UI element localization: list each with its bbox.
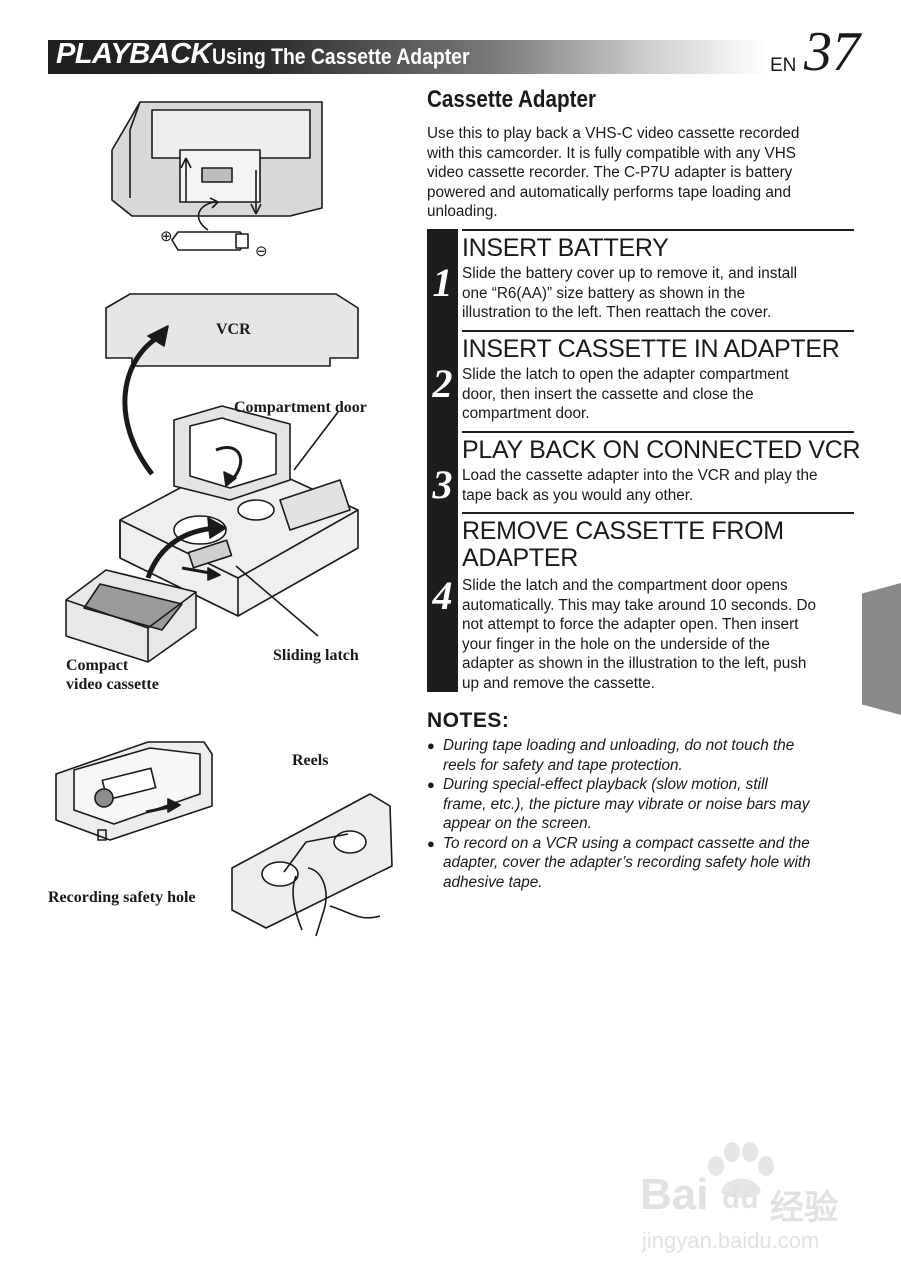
note-line: reels for safety and tape protection. [443,756,683,774]
note-line: To record on a VCR using a compact casse… [443,834,810,852]
step-line: Load the cassette adapter into the VCR a… [462,467,818,484]
step-line: your finger in the hole on the underside… [462,635,770,653]
compact-cassette-label-line2: video cassette [66,676,159,693]
bullet-icon: ● [427,738,435,753]
step-2-body: Slide the latch to open the adapter comp… [462,365,858,424]
adapter-illustration [55,101,393,937]
step-line: adapter as shown in the illustration to … [462,655,807,672]
compartment-door-label: Compartment door [234,399,367,416]
intro-line: video cassette recorder. The C-P7U adapt… [427,164,793,181]
intro-line: with this camcorder. It is fully compati… [427,144,796,162]
bullet-icon: ● [427,777,435,792]
watermark-url: jingyan.baidu.com [642,1228,820,1253]
notes-list: ● During tape loading and unloading, do … [427,736,857,892]
step-line: door, then insert the cassette and close… [462,385,754,403]
step-4-number: 4 [432,573,453,618]
chapter-tab [862,583,901,715]
intro-line: Use this to play back a VHS-C video cass… [427,125,800,142]
note-line: frame, etc.), the picture may vibrate or… [443,795,810,813]
illustrations-panel: VCR Compartment door Sliding latch Compa… [40,90,420,950]
step-line: Slide the latch to open the adapter comp… [462,366,789,383]
sliding-latch-label: Sliding latch [273,647,359,664]
compact-cassette-label-line1: Compact [66,657,129,674]
battery-minus-sign: ⊖ [255,244,268,260]
note-line: During tape loading and unloading, do no… [443,737,795,754]
paw-icon [708,1142,774,1198]
note-item: ● During special-effect playback (slow m… [427,775,857,834]
step-title-line: ADAPTER [462,544,578,572]
bullet-icon: ● [427,835,435,851]
step-divider [462,229,854,231]
step-line: not attempt to force the adapter open. T… [462,616,799,633]
step-line: compartment door. [462,405,590,422]
step-3-body: Load the cassette adapter into the VCR a… [462,466,858,505]
note-line: adapter, cover the adapter’s recording s… [443,854,811,871]
note-item: ● To record on a VCR using a compact cas… [427,834,857,893]
step-divider [462,512,854,514]
step-3-title: PLAY BACK ON CONNECTED VCR [462,436,861,464]
step-line: tape back as you would any other. [462,486,694,504]
step-2-title: INSERT CASSETTE IN ADAPTER [462,335,840,363]
baidu-watermark: Bai du 经验 jingyan.baidu.com [640,1140,870,1270]
note-item: ● During tape loading and unloading, do … [427,736,857,775]
note-line: appear on the screen. [443,815,592,832]
step-3-number: 3 [432,462,453,507]
step-line: Slide the latch and the compartment door… [462,577,788,594]
step-4-title: REMOVE CASSETTE FROM ADAPTER [462,518,862,572]
section-heading: PLAYBACK [56,38,211,70]
step-4-body: Slide the latch and the compartment door… [462,576,858,693]
language-code: EN [770,55,797,76]
step-number-band [427,229,458,692]
intro-line: unloading. [427,203,498,220]
note-line: During special-effect playback (slow mot… [443,776,768,793]
step-title-line: REMOVE CASSETTE FROM [462,517,784,545]
step-1-title: INSERT BATTERY [462,234,669,262]
watermark-brand: Bai [640,1170,709,1219]
header-bar [48,40,768,74]
watermark-brand-du: du [722,1182,759,1215]
notes-heading: NOTES: [427,709,510,732]
step-line: Slide the battery cover up to remove it,… [462,265,798,282]
page-subtitle: Using The Cassette Adapter [212,44,470,69]
page-number: 37 [804,21,860,83]
step-line: one “R6(AA)” size battery as shown in th… [462,284,746,302]
step-line: illustration to the left. Then reattach … [462,304,772,321]
intro-paragraph: Use this to play back a VHS-C video cass… [427,124,847,222]
step-1-number: 1 [432,260,453,305]
step-divider [462,431,854,433]
watermark-cn: 经验 [770,1189,838,1227]
reels-label: Reels [292,752,329,769]
note-line: adhesive tape. [443,873,543,891]
step-line: automatically. This may take around 10 s… [462,596,816,614]
recording-safety-hole-label: Recording safety hole [48,889,196,906]
step-1-body: Slide the battery cover up to remove it,… [462,264,858,323]
step-2-number: 2 [432,361,453,406]
vcr-label: VCR [216,321,251,338]
intro-line: powered and automatically performs tape … [427,183,791,201]
cassette-adapter-heading: Cassette Adapter [427,86,597,113]
step-line: up and remove the cassette. [462,674,656,692]
step-divider [462,330,854,332]
battery-plus-sign: ⊕ [160,229,173,245]
